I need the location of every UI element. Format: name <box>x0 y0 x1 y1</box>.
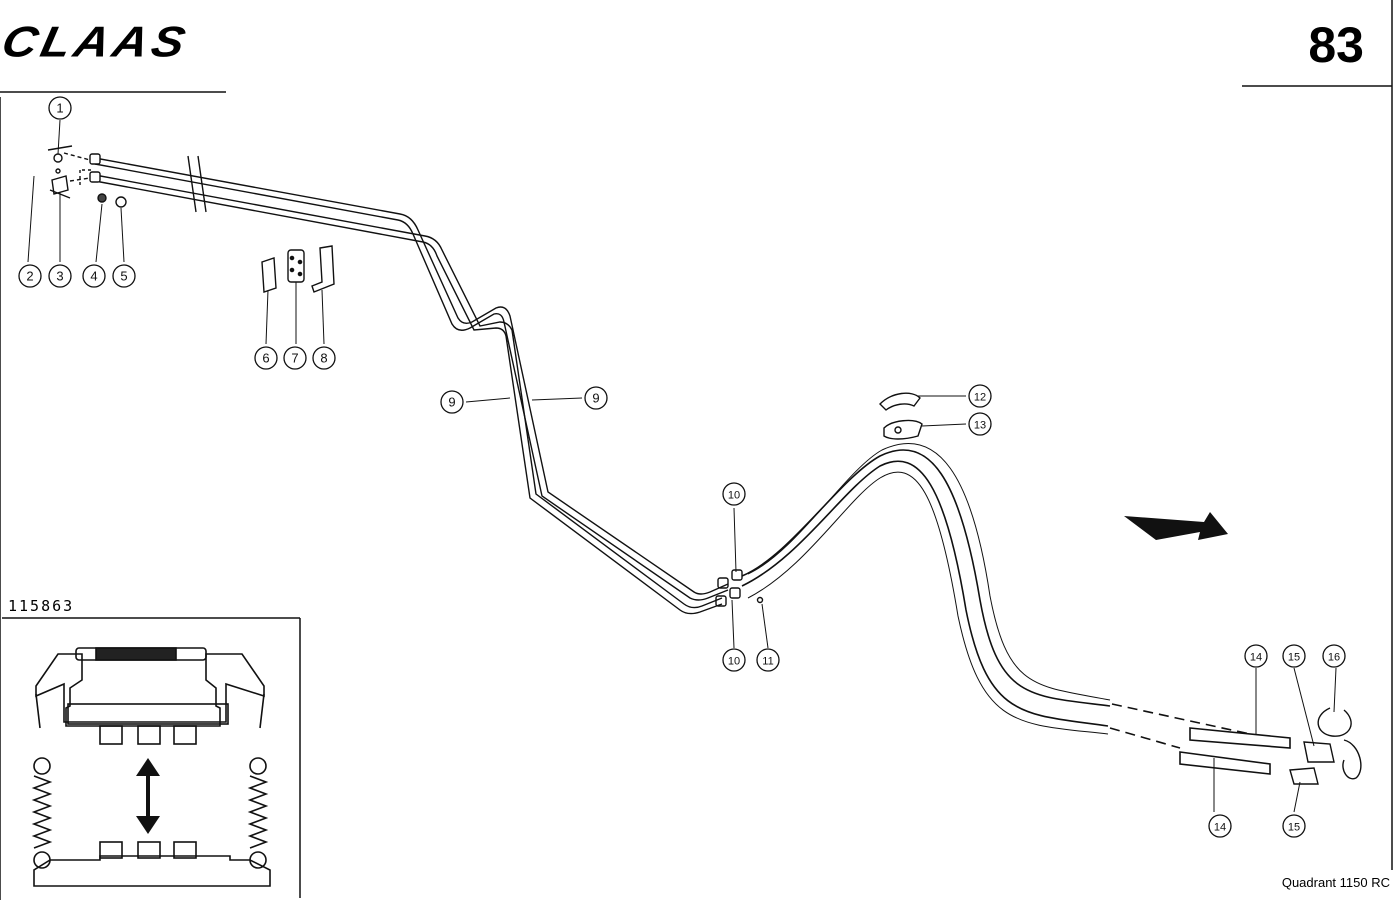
callout-label: 14 <box>1250 652 1262 664</box>
callout-label: 6 <box>262 351 269 366</box>
callout-circle <box>48 264 72 288</box>
callout-circle <box>1244 644 1268 668</box>
bracket-6 <box>261 257 277 293</box>
bracket-8 <box>311 245 335 293</box>
callout-label: 10 <box>728 656 740 668</box>
callout-15: 15 <box>1282 814 1306 838</box>
callout-label: 11 <box>762 656 773 668</box>
callout-label: 15 <box>1288 652 1300 664</box>
coupling-group <box>715 569 1362 785</box>
callout-label: 13 <box>974 420 986 432</box>
callout-label: 2 <box>26 269 33 284</box>
callout-label: 3 <box>56 269 63 284</box>
connector-1 <box>47 145 73 151</box>
bracket-group <box>261 245 335 293</box>
callout-circle <box>1282 644 1306 668</box>
callout-circle <box>1322 644 1346 668</box>
callout-6: 6 <box>254 346 278 370</box>
callout-circle <box>1282 814 1306 838</box>
page-number: 83 <box>1308 17 1364 73</box>
callout-14: 14 <box>1208 814 1232 838</box>
callout-label: 8 <box>320 351 327 366</box>
callout-13: 13 <box>968 412 992 436</box>
callout-circle <box>722 482 746 506</box>
callout-14: 14 <box>1244 644 1268 668</box>
callout-10: 10 <box>722 648 746 672</box>
callout-circle <box>312 346 336 370</box>
steel-pipe-pair <box>89 153 729 615</box>
callout-circle <box>82 264 106 288</box>
callout-label: 7 <box>291 351 298 366</box>
callout-10: 10 <box>722 482 746 506</box>
callout-circle <box>584 386 608 410</box>
leader-lines <box>27 119 1337 813</box>
callout-1: 1 <box>48 96 72 120</box>
callout-8: 8 <box>312 346 336 370</box>
callout-2: 2 <box>18 264 42 288</box>
callout-circle <box>283 346 307 370</box>
callout-label: 12 <box>974 392 986 404</box>
callout-3: 3 <box>48 264 72 288</box>
travel-direction-arrow <box>1124 512 1228 540</box>
callout-label: 4 <box>90 269 97 284</box>
callout-label: 5 <box>120 269 127 284</box>
inset-suspension-detail <box>31 647 271 887</box>
callout-label: 16 <box>1328 652 1340 664</box>
callout-label: 1 <box>56 101 63 116</box>
flexible-hose-pair <box>741 443 1291 775</box>
callout-circle <box>440 390 464 414</box>
drawing-number: 115863 <box>8 597 75 615</box>
callout-9: 9 <box>584 386 608 410</box>
callout-circle <box>1208 814 1232 838</box>
callout-16: 16 <box>1322 644 1346 668</box>
callout-label: 15 <box>1288 822 1300 834</box>
clamp-group <box>879 392 923 440</box>
callout-circle <box>112 264 136 288</box>
callout-circle <box>18 264 42 288</box>
callout-5: 5 <box>112 264 136 288</box>
callout-label: 14 <box>1214 822 1226 834</box>
callout-circle <box>968 384 992 408</box>
callout-circle <box>968 412 992 436</box>
callout-7: 7 <box>283 346 307 370</box>
callout-9: 9 <box>440 390 464 414</box>
callout-circle <box>254 346 278 370</box>
inset-motion-arrow <box>136 758 160 834</box>
callout-12: 12 <box>968 384 992 408</box>
plate-7 <box>287 249 305 283</box>
callout-label: 9 <box>448 395 455 410</box>
model-label: Quadrant 1150 RC <box>1281 875 1390 890</box>
callout-label: 10 <box>728 490 740 502</box>
callout-4: 4 <box>82 264 106 288</box>
callout-circle <box>756 648 780 672</box>
callout-label: 9 <box>592 391 599 406</box>
callout-11: 11 <box>756 648 780 672</box>
callout-15: 15 <box>1282 644 1306 668</box>
callout-circle <box>48 96 72 120</box>
callout-circle <box>722 648 746 672</box>
